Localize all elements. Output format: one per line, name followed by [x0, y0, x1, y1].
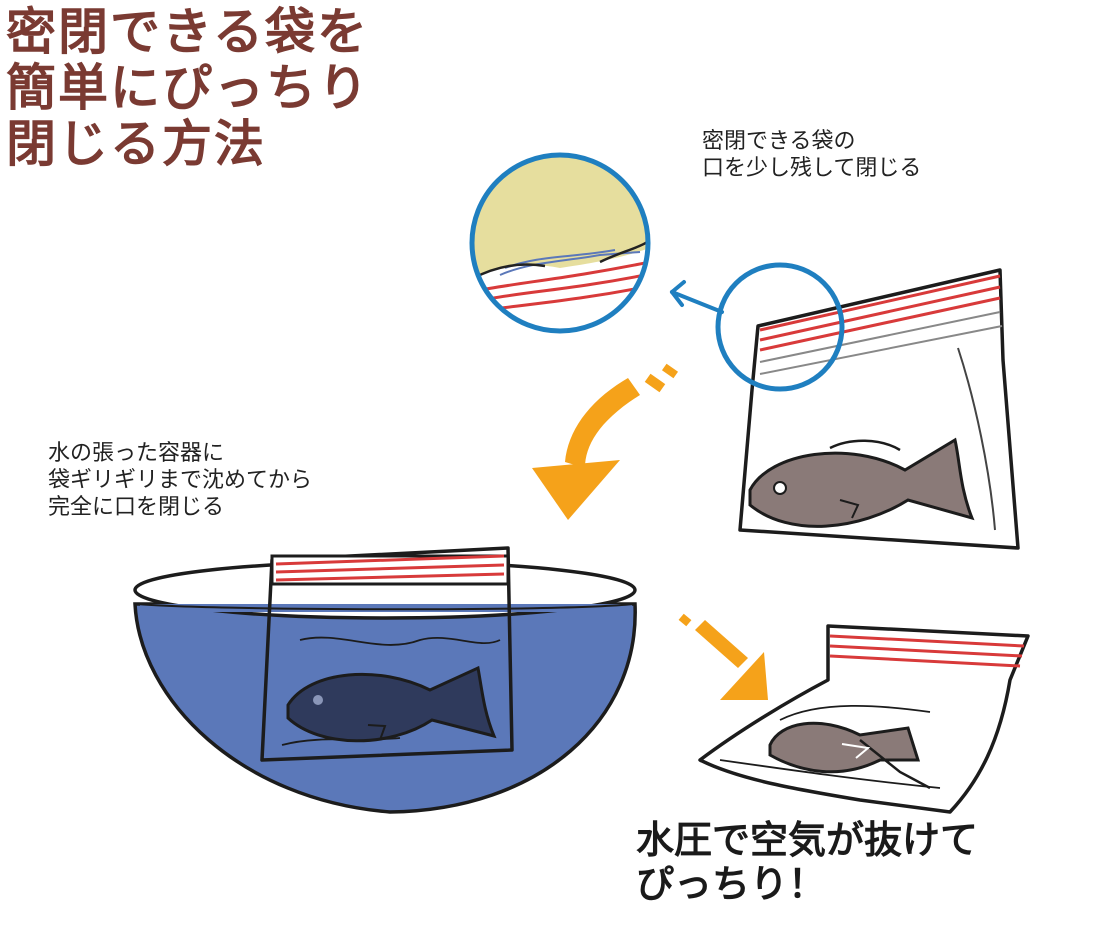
bag-sealed-tight — [698, 624, 1030, 814]
result-line-2: ぴっちり！ — [636, 862, 827, 906]
step2-line-2: 袋ギリギリまで沈めてから — [48, 468, 313, 493]
fish-submerged-icon — [286, 665, 497, 743]
bowl-with-water — [133, 546, 637, 814]
magnified-zipper-closeup — [469, 152, 651, 334]
title-line-3: 閉じる方法 — [6, 115, 266, 173]
step2-caption: 水の張った容器に 袋ギリギリまで沈めてから 完全に口を閉じる — [48, 440, 312, 521]
arrow-down-right-icon — [678, 613, 768, 700]
arrow-down-left-icon — [532, 363, 679, 520]
step1-caption: 密閉できる袋の 口を少し残して閉じる — [702, 128, 921, 182]
fish-sealed-icon — [768, 721, 931, 790]
step1-line-1: 密閉できる袋の — [702, 129, 856, 154]
title-line-2: 簡単にぴっちり — [6, 59, 370, 117]
result-line-1: 水圧で空気が抜けて — [636, 818, 979, 862]
step1-line-2: 口を少し残して閉じる — [702, 156, 922, 181]
bag-partially-sealed — [738, 268, 1020, 550]
fish-icon — [748, 437, 975, 528]
result-caption: 水圧で空気が抜けて ぴっちり！ — [636, 818, 978, 906]
title-line-1: 密閉できる袋を — [6, 3, 369, 61]
step2-line-3: 完全に口を閉じる — [48, 495, 225, 520]
bag-submerged — [260, 546, 514, 762]
step2-line-1: 水の張った容器に — [48, 441, 225, 466]
magnifier-pointer-arrow-icon — [670, 280, 724, 314]
magnifier-ring-icon — [715, 262, 845, 392]
page-title: 密閉できる袋を 簡単にぴっちり 閉じる方法 — [6, 4, 370, 172]
